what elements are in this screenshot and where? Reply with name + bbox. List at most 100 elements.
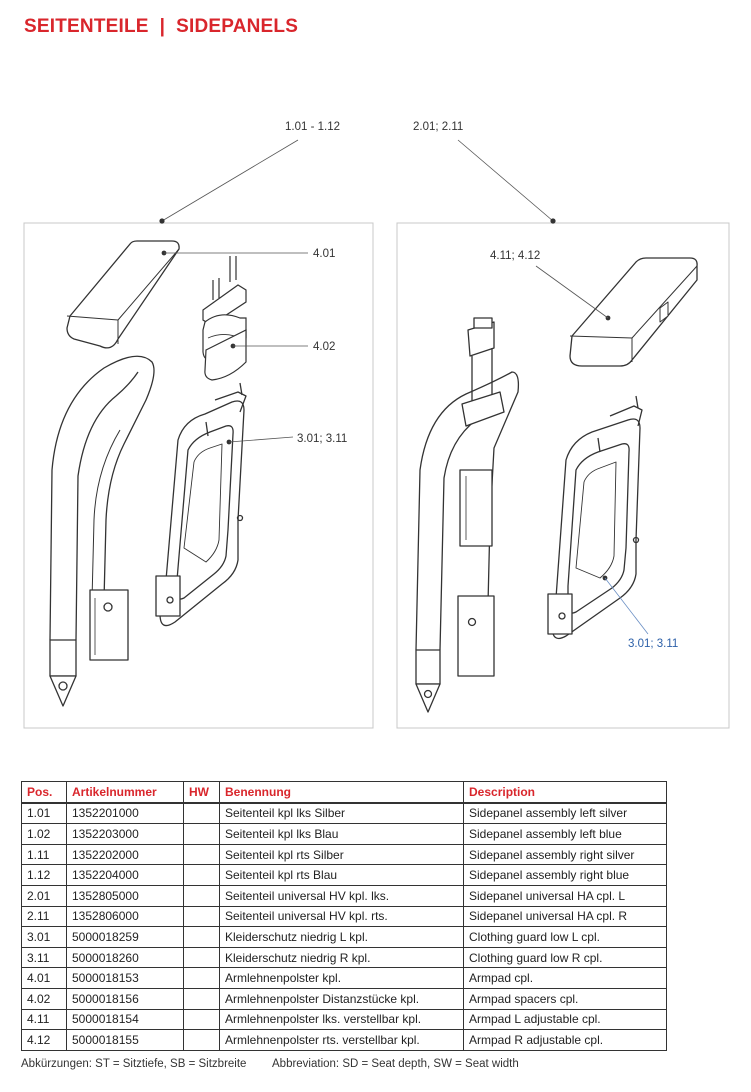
table-row: 3.01 5000018259 Kleiderschutz niedrig L … xyxy=(21,926,667,948)
table-row: 1.01 1352201000 Seitenteil kpl lks Silbe… xyxy=(21,802,667,825)
parts-table: Pos. Artikelnummer HW Benennung Descript… xyxy=(21,780,667,1051)
cell-description: Armpad spacers cpl. xyxy=(463,987,667,1010)
cell-pos: 3.01 xyxy=(21,926,67,948)
leader-dot xyxy=(159,218,165,224)
table-row: 4.02 5000018156 Armlehnenpolster Distanz… xyxy=(21,987,667,1010)
table-row: 1.11 1352202000 Seitenteil kpl rts Silbe… xyxy=(21,843,667,866)
callout-armpad: 4.01 xyxy=(313,248,335,260)
cell-name-de: Armlehnenpolster kpl. xyxy=(219,967,464,989)
cell-description: Clothing guard low L cpl. xyxy=(463,926,667,948)
cell-name-de: Seitenteil kpl rts Silber xyxy=(219,843,464,866)
table-row: 2.11 1352806000 Seitenteil universal HV … xyxy=(21,905,667,928)
footnote-abbreviations-en: Abbreviation: SD = Seat depth, SW = Seat… xyxy=(272,1058,519,1070)
table-row: 4.11 5000018154 Armlehnenpolster lks. ve… xyxy=(21,1008,667,1031)
cell-pos: 1.11 xyxy=(21,843,67,866)
cell-description: Sidepanel assembly right blue xyxy=(463,864,667,886)
cell-description: Armpad cpl. xyxy=(463,967,667,989)
callout-guard-right: 3.01; 3.11 xyxy=(628,638,678,650)
leader-group-left xyxy=(161,139,299,222)
clothing-guard-right-part xyxy=(547,395,643,640)
cell-name-de: Seitenteil kpl rts Blau xyxy=(219,864,464,886)
table-row: 4.01 5000018153 Armlehnenpolster kpl. Ar… xyxy=(21,967,667,989)
side-tube-part xyxy=(49,355,155,707)
cell-pos: 4.12 xyxy=(21,1029,67,1051)
cell-article: 5000018156 xyxy=(66,987,184,1010)
cell-hw xyxy=(183,1008,220,1031)
cell-description: Sidepanel universal HA cpl. R xyxy=(463,905,667,928)
col-header-pos: Pos. xyxy=(21,780,67,804)
callout-spacers: 4.02 xyxy=(313,341,335,353)
col-header-name-de: Benennung xyxy=(219,780,464,804)
cell-hw xyxy=(183,926,220,948)
cell-hw xyxy=(183,946,220,969)
cell-article: 1352806000 xyxy=(66,905,184,928)
cell-name-de: Kleiderschutz niedrig R kpl. xyxy=(219,946,464,969)
cell-pos: 4.02 xyxy=(21,987,67,1010)
table-row: 2.01 1352805000 Seitenteil universal HV … xyxy=(21,884,667,907)
cell-hw xyxy=(183,802,220,825)
cell-description: Clothing guard low R cpl. xyxy=(463,946,667,969)
callout-armpad-adjustable: 4.11; 4.12 xyxy=(490,250,540,262)
cell-description: Sidepanel assembly left silver xyxy=(463,802,667,825)
cell-article: 5000018259 xyxy=(66,926,184,948)
cell-hw xyxy=(183,843,220,866)
cell-hw xyxy=(183,905,220,928)
cell-name-de: Kleiderschutz niedrig L kpl. xyxy=(219,926,464,948)
cell-article: 5000018260 xyxy=(66,946,184,969)
cell-name-de: Seitenteil universal HV kpl. lks. xyxy=(219,884,464,907)
cell-hw xyxy=(183,987,220,1010)
armpad-adjustable-part xyxy=(569,257,698,367)
table-row: 1.12 1352204000 Seitenteil kpl rts Blau … xyxy=(21,864,667,886)
cell-pos: 3.11 xyxy=(21,946,67,969)
cell-article: 1352201000 xyxy=(66,802,184,825)
leader-group-right xyxy=(457,139,554,222)
cell-pos: 4.11 xyxy=(21,1008,67,1031)
cell-article: 1352203000 xyxy=(66,823,184,845)
cell-article: 5000018153 xyxy=(66,967,184,989)
cell-pos: 2.11 xyxy=(21,905,67,928)
parts-table-header-row: Pos. Artikelnummer HW Benennung Descript… xyxy=(21,780,667,804)
cell-pos: 4.01 xyxy=(21,967,67,989)
cell-name-de: Seitenteil universal HV kpl. rts. xyxy=(219,905,464,928)
cell-description: Armpad R adjustable cpl. xyxy=(463,1029,667,1051)
cell-article: 1352202000 xyxy=(66,843,184,866)
col-header-article: Artikelnummer xyxy=(66,780,184,804)
cell-article: 1352805000 xyxy=(66,884,184,907)
clothing-guard-left-part xyxy=(155,382,247,627)
cell-description: Sidepanel universal HA cpl. L xyxy=(463,884,667,907)
exploded-parts-drawing: 1.01 - 1.12 4.01 4.02 xyxy=(23,121,730,729)
cell-article: 5000018155 xyxy=(66,1029,184,1051)
callout-group-left: 1.01 - 1.12 xyxy=(285,121,340,133)
footnote-abbreviations-de: Abkürzungen: ST = Sitztiefe, SB = Sitzbr… xyxy=(21,1058,247,1070)
cell-name-de: Seitenteil kpl lks Blau xyxy=(219,823,464,845)
col-header-hw: HW xyxy=(183,780,220,804)
cell-hw xyxy=(183,823,220,845)
callout-group-right: 2.01; 2.11 xyxy=(413,121,463,133)
table-row: 4.12 5000018155 Armlehnenpolster rts. ve… xyxy=(21,1029,667,1051)
cell-hw xyxy=(183,967,220,989)
right-assembly-group: 2.01; 2.11 4.11; 4.12 xyxy=(396,121,730,729)
cell-description: Armpad L adjustable cpl. xyxy=(463,1008,667,1031)
cell-name-de: Seitenteil kpl lks Silber xyxy=(219,802,464,825)
callout-guard-left: 3.01; 3.11 xyxy=(297,433,347,445)
col-header-description: Description xyxy=(463,780,667,804)
cell-name-de: Armlehnenpolster rts. verstellbar kpl. xyxy=(219,1029,464,1051)
cell-article: 5000018154 xyxy=(66,1008,184,1031)
armpad-part xyxy=(66,240,180,349)
cell-description: Sidepanel assembly left blue xyxy=(463,823,667,845)
cell-pos: 2.01 xyxy=(21,884,67,907)
cell-article: 1352204000 xyxy=(66,864,184,886)
cell-hw xyxy=(183,884,220,907)
page-title: SEITENTEILE | SIDEPANELS xyxy=(24,16,299,37)
cell-pos: 1.01 xyxy=(21,802,67,825)
cell-name-de: Armlehnenpolster Distanzstücke kpl. xyxy=(219,987,464,1010)
cell-hw xyxy=(183,1029,220,1051)
left-assembly-group: 1.01 - 1.12 4.01 4.02 xyxy=(23,121,374,729)
cell-name-de: Armlehnenpolster lks. verstellbar kpl. xyxy=(219,1008,464,1031)
armpad-spacers-part xyxy=(202,256,247,381)
universal-side-tube-part xyxy=(415,317,520,713)
cell-description: Sidepanel assembly right silver xyxy=(463,843,667,866)
cell-pos: 1.12 xyxy=(21,864,67,886)
cell-pos: 1.02 xyxy=(21,823,67,845)
cell-hw xyxy=(183,864,220,886)
